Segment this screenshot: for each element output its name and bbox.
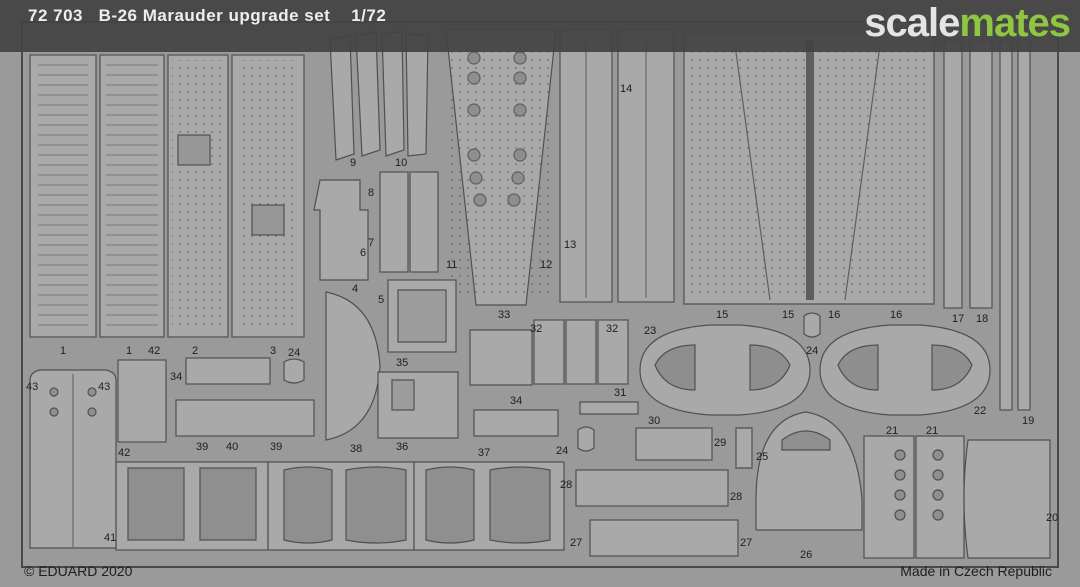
part-label: 1 <box>126 345 132 357</box>
part-label: 11 <box>446 259 457 271</box>
part-label: 38 <box>350 443 362 455</box>
part-label: 34 <box>510 395 522 407</box>
part-label: 37 <box>478 447 490 459</box>
part-label: 43 <box>98 381 110 393</box>
part-label: 16 <box>890 309 902 321</box>
part-label: 36 <box>396 441 408 453</box>
part-frames-9-10 <box>329 31 429 161</box>
part-label: 41 <box>104 532 116 544</box>
part-windows-37-41 <box>115 461 565 551</box>
part-label: 30 <box>648 415 660 427</box>
part-label: 21 <box>926 425 938 437</box>
part-label: 19 <box>1022 415 1034 427</box>
part-label: 21 <box>886 425 898 437</box>
part-small-clips <box>283 312 821 469</box>
part-label: 8 <box>368 187 374 199</box>
part-label: 13 <box>564 239 576 251</box>
part-label: 24 <box>806 345 818 357</box>
part-combs-34-40 <box>175 357 739 557</box>
part-label: 32 <box>606 323 618 335</box>
part-cockpit-26 <box>755 411 863 531</box>
part-wing-sections-15-16 <box>683 31 935 305</box>
part-rails-17-19 <box>943 39 1031 411</box>
part-frame-20 <box>963 439 1051 559</box>
part-label: 34 <box>170 371 182 383</box>
part-label: 14 <box>620 83 632 95</box>
part-label: 24 <box>556 445 568 457</box>
part-label: 12 <box>540 259 552 271</box>
part-label: 25 <box>756 451 768 463</box>
part-label: 5 <box>378 294 384 306</box>
part-label: 26 <box>800 549 812 561</box>
part-label: 15 <box>782 309 794 321</box>
part-label: 28 <box>730 491 742 503</box>
part-oval-frames-22-23 <box>639 324 991 416</box>
part-panel-43 <box>29 369 117 549</box>
part-wing-panel-11-12 <box>445 29 557 306</box>
set-title: 72 703 B-26 Marauder upgrade set 1/72 <box>28 6 387 25</box>
part-label: 4 <box>352 283 358 295</box>
part-label: 16 <box>828 309 840 321</box>
part-label: 42 <box>148 345 160 357</box>
part-panels-1 <box>29 54 305 338</box>
part-label: 18 <box>976 313 988 325</box>
part-panel-42 <box>117 359 167 443</box>
part-label: 27 <box>570 537 582 549</box>
part-panel-21 <box>863 435 965 559</box>
part-brackets-6-8 <box>313 171 439 281</box>
part-label: 22 <box>974 405 986 417</box>
part-label: 17 <box>952 313 964 325</box>
part-label: 2 <box>192 345 198 357</box>
part-label: 6 <box>360 247 366 259</box>
part-label: 24 <box>288 347 300 359</box>
part-dome-4 <box>325 291 381 441</box>
part-label: 1 <box>60 345 66 357</box>
part-label: 15 <box>716 309 728 321</box>
part-label: 7 <box>368 237 374 249</box>
part-label: 28 <box>560 479 572 491</box>
part-frames-35-36 <box>377 371 459 439</box>
logo-text-mates: mates <box>959 1 1071 45</box>
part-number-labels: 1 1 2 3 4 5 6 7 8 9 10 11 12 13 14 15 15… <box>26 83 1058 561</box>
part-box-5 <box>387 279 457 353</box>
part-label: 35 <box>396 357 408 369</box>
part-label: 43 <box>26 381 38 393</box>
part-label: 29 <box>714 437 726 449</box>
part-label: 32 <box>530 323 542 335</box>
part-label: 20 <box>1046 512 1058 524</box>
part-strips-13-14 <box>559 29 675 303</box>
part-label: 33 <box>498 309 510 321</box>
part-label: 3 <box>270 345 276 357</box>
part-label: 9 <box>350 157 356 169</box>
logo-text-scale: scale <box>864 1 960 45</box>
title-band: 72 703 B-26 Marauder upgrade set 1/72 sc… <box>0 0 1080 52</box>
part-label: 10 <box>395 157 407 169</box>
part-label: 31 <box>614 387 626 399</box>
part-boxes-32-33 <box>469 319 629 386</box>
part-label: 39 <box>270 441 282 453</box>
part-label: 40 <box>226 441 238 453</box>
part-label: 42 <box>118 447 130 459</box>
origin-text: Made in Czech Republic <box>900 563 1052 579</box>
scalemates-logo: scalemates <box>864 1 1071 46</box>
part-label: 27 <box>740 537 752 549</box>
part-label: 39 <box>196 441 208 453</box>
copyright-text: © EDUARD 2020 <box>24 563 133 579</box>
part-label: 23 <box>644 325 656 337</box>
